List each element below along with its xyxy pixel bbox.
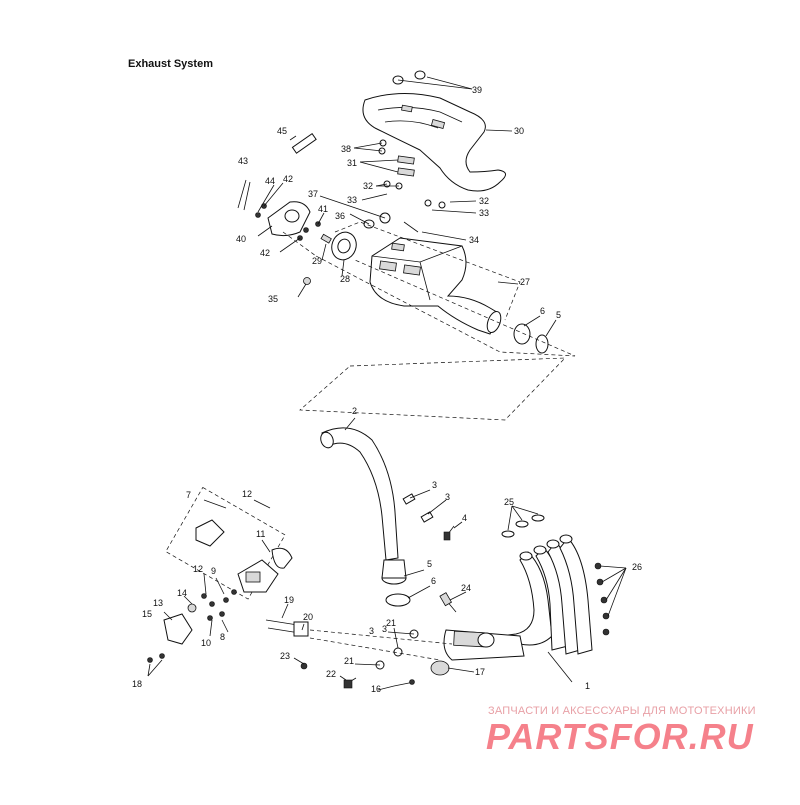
callout-35: 35 — [268, 294, 278, 304]
callout-13: 13 — [153, 598, 163, 608]
callout-6b: 6 — [431, 576, 436, 586]
callout-12b: 12 — [193, 564, 203, 574]
callout-19: 19 — [284, 595, 294, 605]
callout-22: 22 — [326, 669, 336, 679]
callout-4: 4 — [462, 513, 467, 523]
callout-20: 20 — [303, 612, 313, 622]
link-pipe — [320, 427, 399, 561]
callout-28: 28 — [340, 274, 350, 284]
callout-3d: 3 — [382, 624, 387, 634]
callout-38: 38 — [341, 144, 351, 154]
callout-23: 23 — [280, 651, 290, 661]
callout-32b: 32 — [479, 196, 489, 206]
callout-31: 31 — [347, 158, 357, 168]
callout-21b: 21 — [344, 656, 354, 666]
callout-39: 39 — [472, 85, 482, 95]
callout-43: 43 — [238, 156, 248, 166]
callout-41: 41 — [318, 204, 328, 214]
callout-14: 14 — [177, 588, 187, 598]
callout-6a: 6 — [540, 306, 545, 316]
callout-18: 18 — [132, 679, 142, 689]
watermark-logo: PARTSFOR.RU — [486, 716, 754, 757]
header-pipes — [469, 534, 593, 655]
callout-17: 17 — [475, 667, 485, 677]
callout-32a: 32 — [363, 181, 373, 191]
callout-33b: 33 — [479, 208, 489, 218]
callout-7: 7 — [186, 490, 191, 500]
callout-29: 29 — [312, 256, 322, 266]
callout-8: 8 — [220, 632, 225, 642]
callout-44: 44 — [265, 176, 275, 186]
callout-16: 16 — [371, 684, 381, 694]
callout-33a: 33 — [347, 195, 357, 205]
callout-5a: 5 — [556, 310, 561, 320]
callout-10: 10 — [201, 638, 211, 648]
callout-21a: 21 — [386, 618, 396, 628]
watermark-tagline: ЗАПЧАСТИ И АКСЕССУАРЫ ДЛЯ МОТОТЕХНИКИ — [488, 705, 756, 717]
callout-25: 25 — [504, 497, 514, 507]
callout-45: 45 — [277, 126, 287, 136]
callout-3a: 3 — [432, 480, 437, 490]
heat-shield — [362, 92, 506, 192]
callout-30: 30 — [514, 126, 524, 136]
callout-3c: 3 — [369, 626, 374, 636]
callout-3b: 3 — [445, 492, 450, 502]
callout-11: 11 — [256, 529, 265, 539]
diagram-title: Exhaust System — [128, 58, 213, 70]
callout-42a: 42 — [283, 174, 293, 184]
sleeve-6 — [513, 323, 531, 345]
callout-15: 15 — [142, 609, 152, 619]
callout-9: 9 — [211, 566, 216, 576]
callout-27: 27 — [520, 277, 530, 287]
callout-37: 37 — [308, 189, 318, 199]
callout-5b: 5 — [427, 559, 432, 569]
callout-36: 36 — [335, 211, 345, 221]
callout-42b: 42 — [260, 248, 270, 258]
callout-26: 26 — [632, 562, 642, 572]
callout-34: 34 — [469, 235, 479, 245]
callout-2: 2 — [352, 406, 357, 416]
clamp-5 — [535, 334, 549, 354]
callout-1: 1 — [585, 681, 590, 691]
cap-39 — [392, 70, 426, 85]
callout-labels: 1 2 3 3 3 3 4 5 5 6 6 7 8 9 10 11 12 12 … — [132, 85, 642, 694]
callout-24: 24 — [461, 583, 471, 593]
muffler — [369, 237, 502, 335]
callout-12a: 12 — [242, 489, 252, 499]
callout-40: 40 — [236, 234, 246, 244]
